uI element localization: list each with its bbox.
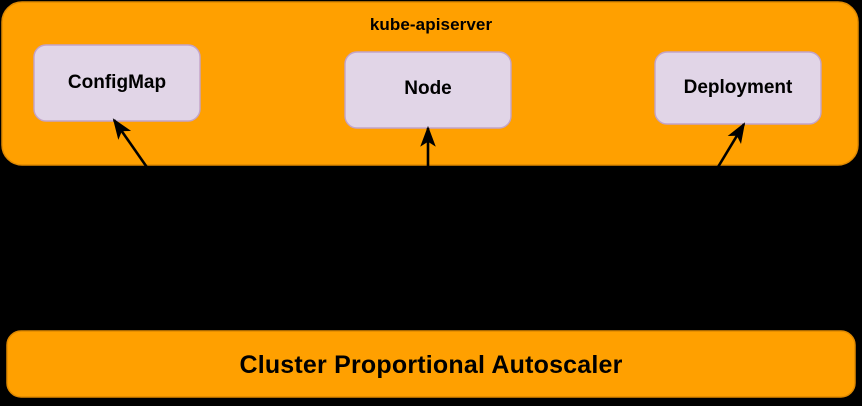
arrow-to-deployment <box>710 122 746 178</box>
arrow-to-configmap <box>112 118 162 187</box>
deployment-box[interactable] <box>654 51 822 125</box>
configmap-box[interactable] <box>33 44 201 122</box>
node-box[interactable] <box>344 51 512 129</box>
cluster-proportional-autoscaler-container[interactable] <box>6 330 856 398</box>
